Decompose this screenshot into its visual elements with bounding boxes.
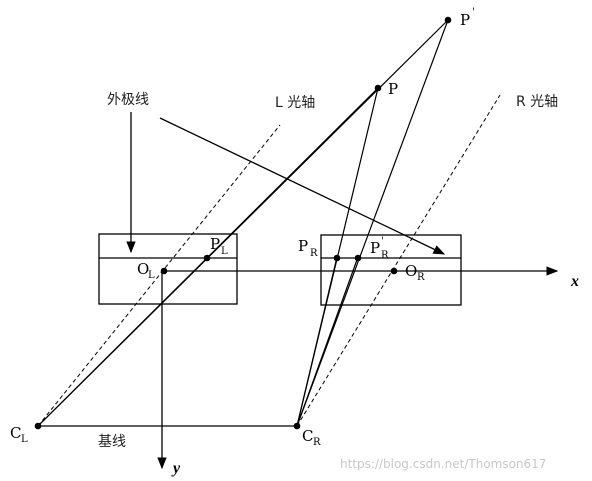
label-pr: P xyxy=(298,237,308,255)
point-pr-prime xyxy=(354,254,362,262)
label-p-prime: P xyxy=(460,11,470,29)
label-cr: C xyxy=(302,427,313,445)
watermark: https://blog.csdn.net/Thomson617 xyxy=(340,457,546,471)
label-ol: O xyxy=(137,260,149,278)
ray-cr-to-pr-prime xyxy=(296,256,359,427)
right-optical-axis xyxy=(296,94,501,427)
label-or-sub: R xyxy=(417,272,425,283)
point-or xyxy=(390,267,398,275)
point-cl xyxy=(34,422,42,430)
label-cr-sub: R xyxy=(313,437,321,448)
label-r-optical-axis: R 光轴 xyxy=(516,94,558,110)
label-pr-sub: R xyxy=(310,248,318,259)
left-optical-axis xyxy=(37,124,281,427)
label-pl: P xyxy=(210,235,220,253)
point-pr xyxy=(333,254,341,262)
label-cl: C xyxy=(10,424,21,442)
label-p: P xyxy=(388,80,398,98)
label-or: O xyxy=(405,262,417,280)
point-p xyxy=(374,84,382,92)
point-cr xyxy=(293,422,301,430)
right-image-plane xyxy=(320,234,462,306)
label-epipolar-line: 外极线 xyxy=(107,92,149,108)
label-baseline: 基线 xyxy=(98,433,126,450)
epipolar-arrow-diagonal xyxy=(159,117,446,255)
point-ol xyxy=(160,267,168,275)
ray-cl-to-p-prime xyxy=(37,19,449,427)
label-pr-prime: P xyxy=(370,239,380,257)
label-y-axis: y xyxy=(171,460,181,477)
ray-cr-to-pr xyxy=(296,256,338,427)
point-pl xyxy=(203,254,211,262)
label-ol-sub: L xyxy=(148,270,155,281)
label-pl-sub: L xyxy=(221,246,228,257)
label-pr-prime-mark: ' xyxy=(381,236,384,247)
label-p-prime-mark: ' xyxy=(472,7,475,18)
ray-cr-to-p-prime xyxy=(296,19,449,427)
point-p-prime xyxy=(444,16,452,24)
label-cl-sub: L xyxy=(21,434,28,445)
label-l-optical-axis: L 光轴 xyxy=(275,95,315,111)
left-image-plane xyxy=(98,233,238,305)
label-pr-prime-sub: R xyxy=(381,250,389,261)
label-x-axis: x xyxy=(570,273,579,290)
